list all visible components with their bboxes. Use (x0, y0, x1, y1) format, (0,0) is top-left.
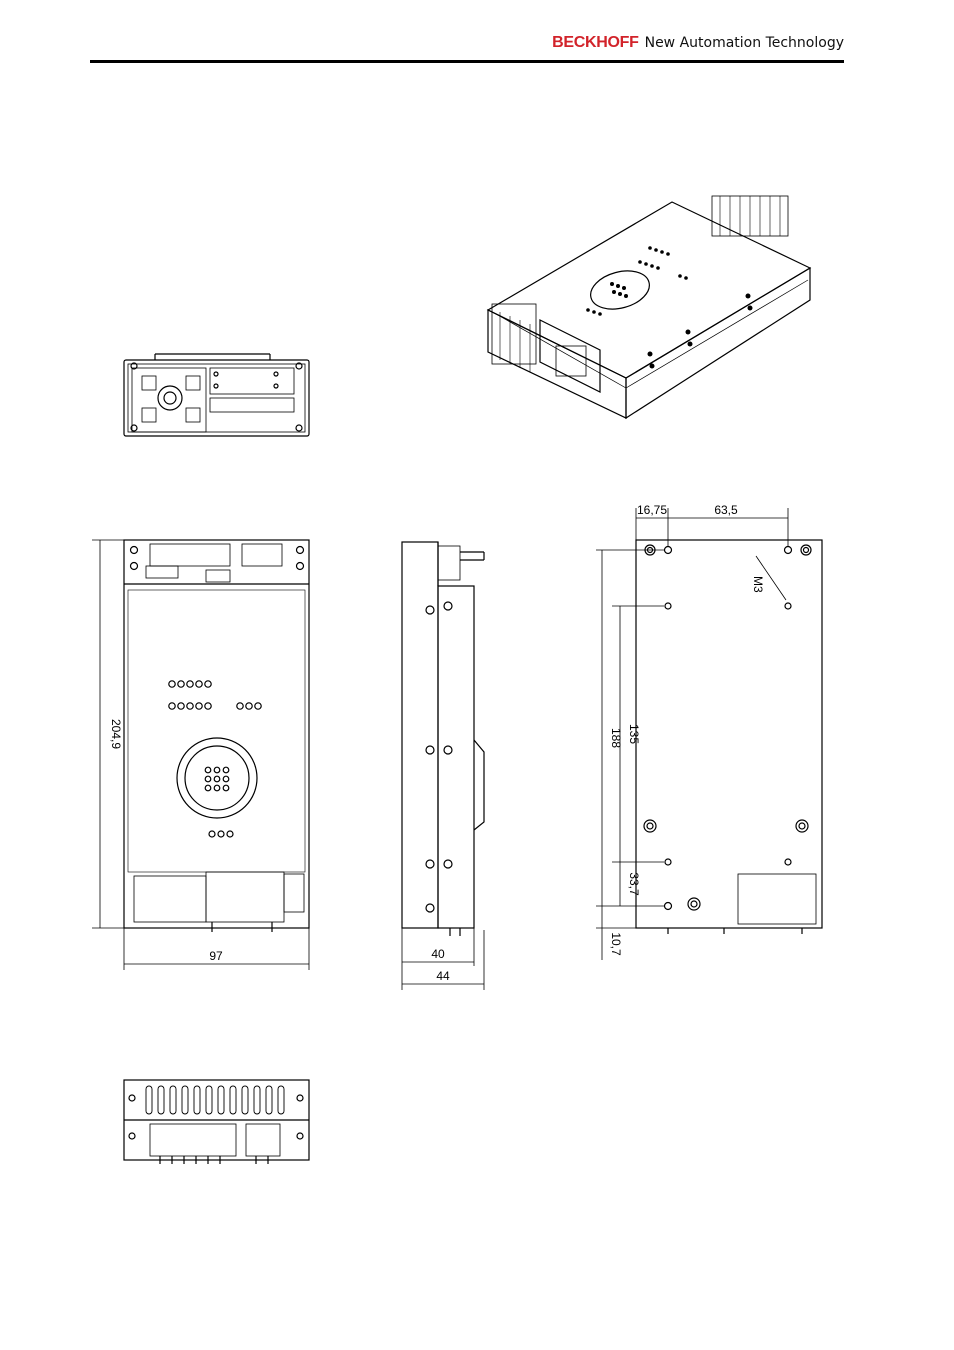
status-leds-iso (586, 246, 688, 316)
header-rule (90, 60, 844, 63)
dim-mount-offset-x: 16,75 (637, 503, 667, 517)
dimension-lines (92, 508, 789, 990)
side-view (401, 541, 485, 936)
dim-front-height: 204,9 (109, 719, 123, 749)
dimension-labels: 204,9 97 40 44 16,75 63,5 M3 188 135 33,… (109, 503, 765, 983)
dim-thread: M3 (751, 576, 765, 593)
brand-tagline: New Automation Technology (644, 35, 844, 51)
front-view (123, 539, 310, 932)
dim-mount-spacing-x: 63,5 (714, 503, 738, 517)
page-header: BECKHOFF New Automation Technology (90, 30, 844, 64)
fan-grille (176, 737, 258, 819)
dim-front-width: 97 (209, 949, 223, 963)
dim-mount-offset-bottom: 10,7 (609, 932, 623, 956)
side-screws (425, 601, 453, 913)
status-leds (168, 680, 262, 710)
dim-side-outer: 44 (436, 969, 450, 983)
dim-mount-height: 188 (609, 728, 623, 748)
dim-mount-offset-lower: 33,7 (627, 872, 641, 896)
mounting-view (635, 539, 823, 934)
brand-logo: BECKHOFF (552, 34, 639, 51)
vent-slots (145, 1085, 285, 1115)
dim-mount-spacing-y: 135 (627, 724, 641, 744)
dim-side-inner: 40 (431, 947, 445, 961)
terminal-block-iso (711, 195, 789, 237)
brand: BECKHOFF New Automation Technology (552, 34, 844, 52)
bottom-view (123, 1079, 310, 1164)
isometric-view (486, 195, 812, 420)
end-view (123, 353, 310, 437)
